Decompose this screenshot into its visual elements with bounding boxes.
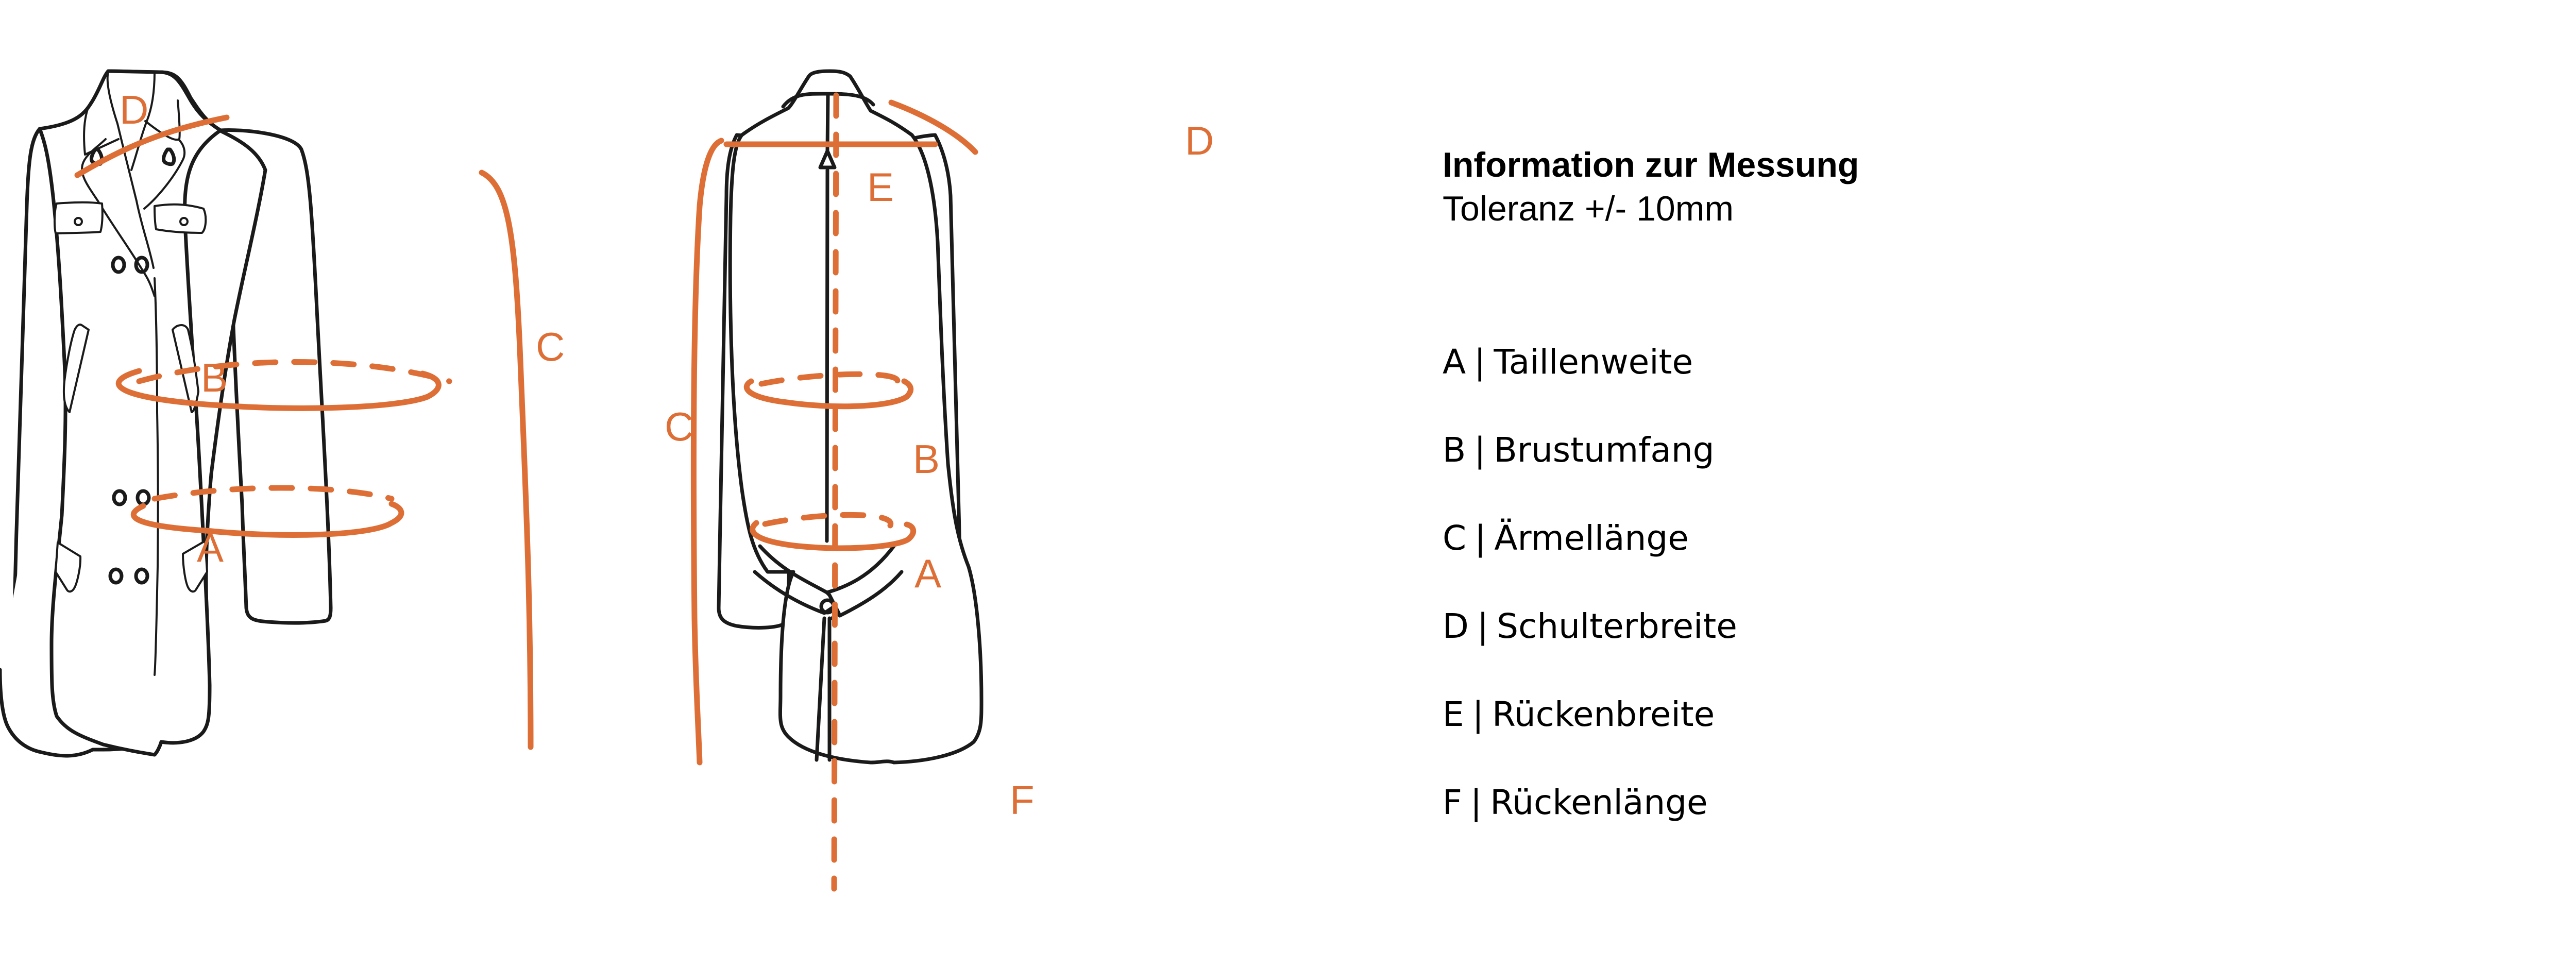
measure-b-chest-back	[743, 378, 914, 410]
label-b-back: B	[913, 436, 940, 482]
measure-a-waist-back	[750, 520, 917, 551]
legend-key: A	[1443, 342, 1466, 382]
front-coat-drawing	[0, 69, 333, 758]
legend-label: Rückenlänge	[1490, 783, 1708, 822]
measure-d-shoulder-front	[74, 114, 230, 178]
measure-c-sleeve-back	[690, 138, 724, 766]
legend-item-d: D|Schulterbreite	[1443, 609, 1737, 698]
back-coat-drawing	[717, 69, 984, 765]
back-vent-marker-triangle	[818, 149, 837, 170]
front-waist-flap-left	[62, 324, 90, 413]
front-measurements: D C B A	[74, 87, 565, 750]
front-hip-pocket-left	[55, 541, 82, 593]
front-pocket-button-right	[179, 217, 189, 226]
front-chest-pocket-right	[154, 203, 207, 234]
back-vent-line	[815, 616, 832, 762]
measure-a-waist-back-back	[762, 512, 894, 529]
legend-item-e: E|Rückenbreite	[1443, 698, 1737, 786]
measure-d-shoulder-back	[888, 99, 978, 155]
legend-label: Rückenbreite	[1492, 694, 1715, 734]
label-c-back: C	[665, 404, 693, 449]
front-coat-torso	[38, 69, 223, 757]
label-f-back: F	[1010, 777, 1035, 823]
label-a-back: A	[914, 551, 941, 596]
back-measurements: D E C B A F	[665, 92, 1214, 892]
legend-label: Taillenweite	[1494, 342, 1693, 382]
back-collar-seam	[781, 92, 875, 109]
front-button	[134, 567, 149, 585]
legend-key: B	[1443, 430, 1466, 470]
legend-item-b: B|Brustumfang	[1443, 433, 1737, 521]
front-button	[111, 256, 126, 274]
legend-label: Brustumfang	[1494, 430, 1715, 470]
measure-a-waist-front	[130, 501, 404, 538]
legend-label: Ärmellänge	[1494, 518, 1689, 558]
measure-a-waist-front-back	[151, 485, 395, 502]
measurement-legend: A|Taillenweite B|Brustumfang C|Ärmelläng…	[1443, 345, 1737, 874]
legend-item-a: A|Taillenweite	[1443, 345, 1737, 433]
front-button	[112, 489, 127, 506]
label-b-front: B	[201, 355, 228, 400]
front-center-seam	[154, 277, 159, 676]
legend-separator: |	[1475, 518, 1486, 558]
legend-separator: |	[1474, 430, 1486, 470]
legend-key: E	[1443, 694, 1464, 734]
label-d-front: D	[120, 87, 148, 132]
label-e-back: E	[867, 164, 894, 210]
legend-key: C	[1443, 518, 1467, 558]
front-collar-buttonhole-right	[162, 147, 176, 166]
label-d-back: D	[1185, 118, 1214, 163]
front-right-lapel	[130, 71, 186, 210]
back-coat-body	[728, 69, 984, 765]
legend-key: D	[1443, 606, 1469, 646]
legend-label: Schulterbreite	[1497, 606, 1737, 646]
front-button	[108, 567, 124, 585]
legend-key: F	[1443, 783, 1462, 822]
info-title: Information zur Messung	[1443, 145, 1859, 184]
legend-separator: |	[1474, 342, 1486, 382]
label-c-front: C	[536, 324, 565, 369]
measurement-info: Information zur Messung Toleranz +/- 10m…	[1443, 144, 1859, 232]
tolerance-text: Toleranz +/- 10mm	[1443, 189, 1734, 228]
front-left-lapel	[81, 71, 156, 297]
measure-f-back-length	[831, 92, 839, 892]
legend-item-f: F|Rückenlänge	[1443, 786, 1737, 874]
legend-separator: |	[1477, 606, 1489, 646]
legend-separator: |	[1472, 694, 1484, 734]
label-a-front: A	[197, 525, 224, 570]
front-button	[134, 256, 149, 274]
measure-b-chest-front	[115, 368, 442, 411]
measure-b-chest-back-back	[758, 371, 901, 387]
legend-item-c: C|Ärmellänge	[1443, 521, 1737, 609]
measure-b-chest-front-back	[136, 359, 452, 384]
legend-separator: |	[1470, 783, 1482, 822]
front-hip-pocket-right	[182, 540, 208, 593]
measure-c-sleeve-front	[479, 170, 534, 750]
front-pocket-button-left	[74, 217, 83, 226]
